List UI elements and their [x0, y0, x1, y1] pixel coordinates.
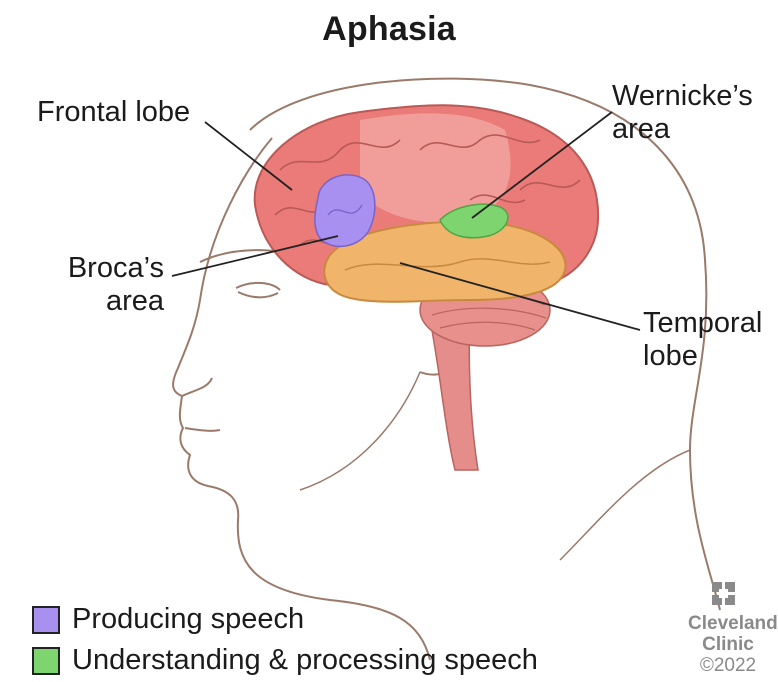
brand-line2: Clinic — [688, 634, 768, 655]
legend-item-understanding: Understanding & processing speech — [32, 644, 538, 677]
label-temporal-line1: Temporal — [643, 307, 762, 340]
label-temporal-line2: lobe — [643, 340, 762, 373]
label-wernicke-area: Wernicke’s area — [612, 80, 753, 146]
label-broca-line1: Broca’s — [52, 252, 164, 285]
label-wernicke-line2: area — [612, 113, 753, 146]
mouth — [185, 428, 220, 431]
label-temporal-lobe: Temporal lobe — [643, 307, 762, 373]
label-wernicke-line1: Wernicke’s — [612, 80, 753, 113]
brand-line1: Cleveland — [688, 613, 768, 634]
brand-logo: Cleveland Clinic ©2022 — [688, 613, 768, 676]
eye — [236, 283, 280, 297]
nose — [182, 378, 212, 396]
legend-item-producing: Producing speech — [32, 603, 304, 636]
label-broca-area: Broca’s area — [52, 252, 164, 318]
legend-swatch-purple — [32, 606, 60, 634]
legend-swatch-green — [32, 647, 60, 675]
label-frontal-lobe: Frontal lobe — [37, 96, 190, 129]
label-broca-line2: area — [52, 285, 164, 318]
legend-label-understanding: Understanding & processing speech — [72, 644, 538, 677]
broca-area — [315, 175, 375, 246]
brand-copyright: ©2022 — [688, 655, 768, 676]
legend-label-producing: Producing speech — [72, 603, 304, 636]
